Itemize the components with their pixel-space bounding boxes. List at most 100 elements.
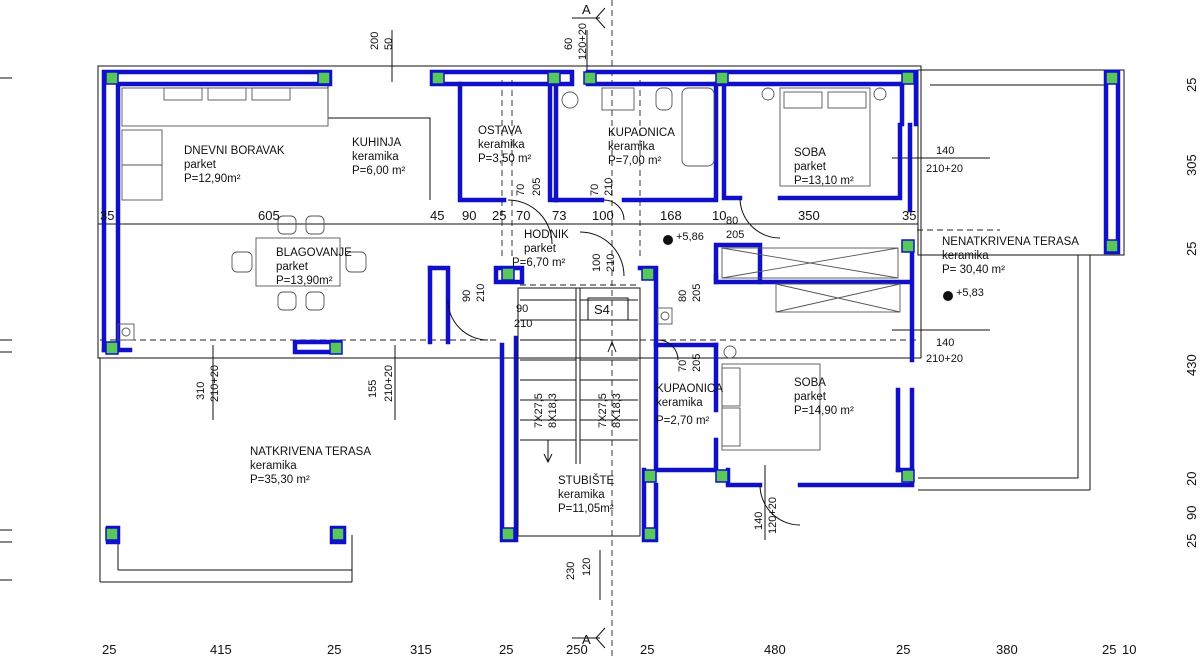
room-labels: DNEVNI BORAVAK parket P=12,90m² KUHINJA … xyxy=(184,125,1079,515)
section-a-bottom: A xyxy=(582,632,591,647)
dim-hod-210b: 210 xyxy=(514,318,532,330)
dim-kup2-205b: 205 xyxy=(691,354,703,372)
dim-bottom-8: 25 xyxy=(896,642,910,656)
dim-st-120: 120 xyxy=(581,558,593,576)
room-name-ostava: OSTAVA xyxy=(478,125,522,137)
dim-top-60: 60 xyxy=(563,38,575,50)
room-area-blagovanje: P=13,90m² xyxy=(276,275,333,287)
room-name-kupaonica1: KUPAONICA xyxy=(608,127,675,139)
dim-sb-120: 120+20 xyxy=(767,497,779,534)
room-area-kuhinja: P=6,00 m² xyxy=(352,165,406,177)
dim-row-5: 70 xyxy=(516,208,530,223)
dim-kup2-80: 80 xyxy=(677,290,689,302)
dim-right-5: 90 xyxy=(1184,506,1199,520)
room-area-kupaonica2: P=2,70 m² xyxy=(656,415,710,427)
dim-ter-310: 310 xyxy=(195,382,207,400)
door-swings xyxy=(447,197,801,526)
dim-soba2-140: 140 xyxy=(936,337,954,349)
dim-soba2-210: 210+20 xyxy=(926,353,963,365)
right-dimensions: 25 305 25 430 20 90 25 xyxy=(1184,78,1199,548)
room-floor-kupaonica1: keramika xyxy=(608,141,655,153)
room-floor-kupaonica2: keramika xyxy=(656,397,703,409)
dim-bottom-4: 25 xyxy=(499,642,513,656)
dim-row-9: 10 xyxy=(712,208,726,223)
dim-row-6: 73 xyxy=(552,208,566,223)
dim-row-7: 100 xyxy=(592,208,614,223)
dim-blag-90: 90 xyxy=(461,290,473,302)
room-name-soba1: SOBA xyxy=(794,147,826,159)
room-area-kupaonica1: P=7,00 m² xyxy=(608,155,662,167)
dim-soba1-210: 210+20 xyxy=(926,163,963,175)
room-area-ostava: P=3,50 m² xyxy=(478,153,532,165)
dim-row-0: 35 xyxy=(100,208,114,223)
room-area-stubiste: P=11,05m² xyxy=(558,503,614,515)
dim-row-4: 25 xyxy=(492,208,506,223)
dim-ostava-205: 205 xyxy=(531,178,543,196)
dim-stair2-b: 8X18,3 xyxy=(611,393,623,428)
room-area-soba2: P=14,90 m² xyxy=(794,405,854,417)
dim-bottom-7: 480 xyxy=(764,642,786,656)
room-area-nenatkrivena: P= 30,40 m² xyxy=(942,264,1005,276)
dim-hod-100: 100 xyxy=(591,254,603,272)
dim-row-8: 168 xyxy=(660,208,682,223)
room-floor-soba1: parket xyxy=(794,161,827,173)
dim-right-6: 25 xyxy=(1184,534,1199,548)
dim-st-230: 230 xyxy=(565,562,577,580)
dim-stair2-a: 7X27,5 xyxy=(597,393,609,428)
dim-kup-70: 70 xyxy=(589,184,601,196)
dim-row-13: 35 xyxy=(902,208,916,223)
room-name-dnevni: DNEVNI BORAVAK xyxy=(184,145,285,157)
columns xyxy=(105,71,1119,541)
dim-hod-90: 90 xyxy=(516,303,528,315)
room-name-blagovanje: BLAGOVANJE xyxy=(276,247,352,259)
section-marker: A A S4 xyxy=(582,2,629,647)
room-floor-ostava: keramika xyxy=(478,139,525,151)
room-name-hodnik: HODNIK xyxy=(524,229,569,241)
dim-stair1-b: 8X18,3 xyxy=(547,393,559,428)
level-markers: +5,86 +5,83 xyxy=(663,231,984,301)
dim-stair1-a: 7X27,5 xyxy=(533,393,545,428)
dim-top-200: 200 xyxy=(369,32,381,50)
dim-bottom-5: 250 xyxy=(566,642,588,656)
room-area-soba1: P=13,10 m² xyxy=(794,175,854,187)
room-name-kuhinja: KUHINJA xyxy=(352,137,402,149)
dim-row-1: 605 xyxy=(258,208,280,223)
dim-bottom-6: 25 xyxy=(640,642,654,656)
dim-top-120: 120+20 xyxy=(577,23,589,60)
room-floor-hodnik: parket xyxy=(524,243,557,255)
room-floor-stubiste: keramika xyxy=(558,489,605,501)
dim-right-3: 430 xyxy=(1184,354,1199,376)
dim-top-50: 50 xyxy=(383,38,395,50)
dim-bottom-1: 415 xyxy=(210,642,232,656)
room-area-natkrivena: P=35,30 m² xyxy=(250,474,310,486)
dim-right-2: 25 xyxy=(1184,242,1199,256)
dim-bottom-2: 25 xyxy=(327,642,341,656)
dim-row-12: 350 xyxy=(798,208,820,223)
room-floor-nenatkrivena: keramika xyxy=(942,250,989,262)
room-name-soba2: SOBA xyxy=(794,377,826,389)
dim-right-0: 25 xyxy=(1184,78,1199,92)
dim-bottom-10: 25 xyxy=(1102,642,1116,656)
room-floor-natkrivena: keramika xyxy=(250,460,297,472)
room-name-stubiste: STUBIŠTE xyxy=(558,474,615,487)
dim-right-4: 20 xyxy=(1184,472,1199,486)
level-2: +5,83 xyxy=(956,287,984,299)
bottom-dimensions: 25 415 25 315 25 250 25 480 25 380 25 10 xyxy=(102,642,1136,656)
dim-hod-210: 210 xyxy=(605,254,617,272)
dim-row-2: 45 xyxy=(430,208,444,223)
room-name-nenatkrivena: NENATKRIVENA TERASA xyxy=(942,236,1079,248)
dim-ostava-70: 70 xyxy=(515,184,527,196)
dimension-labels: 200 50 60 120+20 70 205 70 210 100 210 9… xyxy=(195,23,963,580)
room-area-hodnik: P=6,70 m² xyxy=(512,257,566,269)
room-floor-dnevni: parket xyxy=(184,159,217,171)
dim-kup2-70: 70 xyxy=(677,360,689,372)
dim-kup-210: 210 xyxy=(603,178,615,196)
dimension-row: 35 605 45 90 25 70 73 100 168 10 80 205 … xyxy=(100,208,916,241)
furniture xyxy=(117,87,901,451)
dim-bottom-0: 25 xyxy=(102,642,116,656)
room-floor-soba2: parket xyxy=(794,391,827,403)
room-name-kupaonica2: KUPAONICA xyxy=(656,383,723,395)
room-floor-kuhinja: keramika xyxy=(352,151,399,163)
section-a-top: A xyxy=(582,2,591,17)
